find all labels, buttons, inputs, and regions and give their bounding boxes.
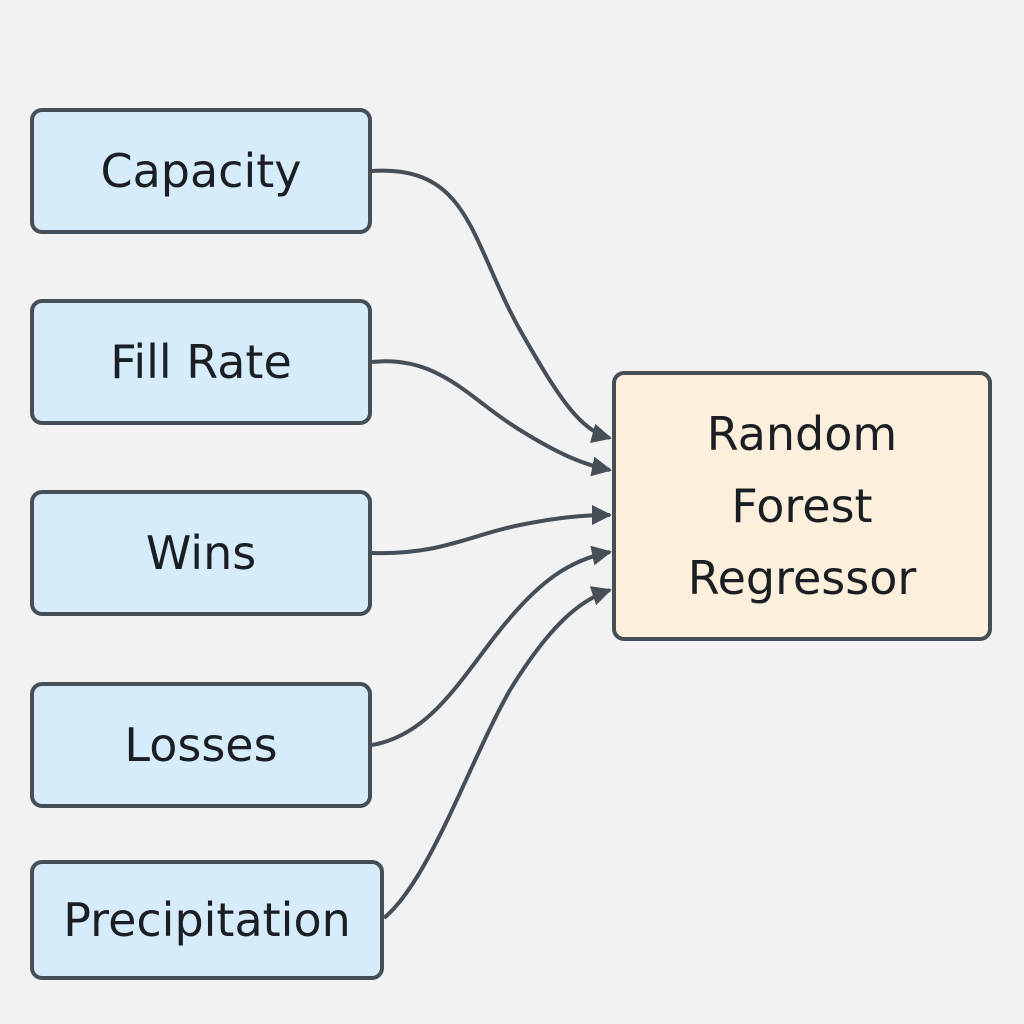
feature-node-fill-rate: Fill Rate: [30, 299, 372, 425]
edge-fill-rate-to-model: [371, 359, 612, 477]
feature-node-wins: Wins: [30, 490, 372, 616]
edge-wins-to-model: [371, 505, 612, 556]
feature-node-capacity: Capacity: [30, 108, 372, 234]
feature-label: Wins: [145, 526, 257, 580]
model-node-random-forest-regressor: Random Forest Regressor: [612, 371, 992, 641]
feature-label: Precipitation: [63, 893, 351, 947]
feature-node-precipitation: Precipitation: [30, 860, 384, 980]
feature-label: Capacity: [100, 144, 302, 198]
edge-precipitation-to-model: [382, 586, 612, 920]
feature-label: Losses: [124, 718, 278, 772]
feature-label: Fill Rate: [110, 335, 292, 389]
feature-node-losses: Losses: [30, 682, 372, 808]
edge-losses-to-model: [371, 545, 612, 747]
model-label-line: Regressor: [687, 551, 917, 605]
model-label-line: Forest: [731, 479, 873, 533]
model-label-line: Random: [706, 407, 898, 461]
edge-capacity-to-model: [371, 168, 612, 444]
